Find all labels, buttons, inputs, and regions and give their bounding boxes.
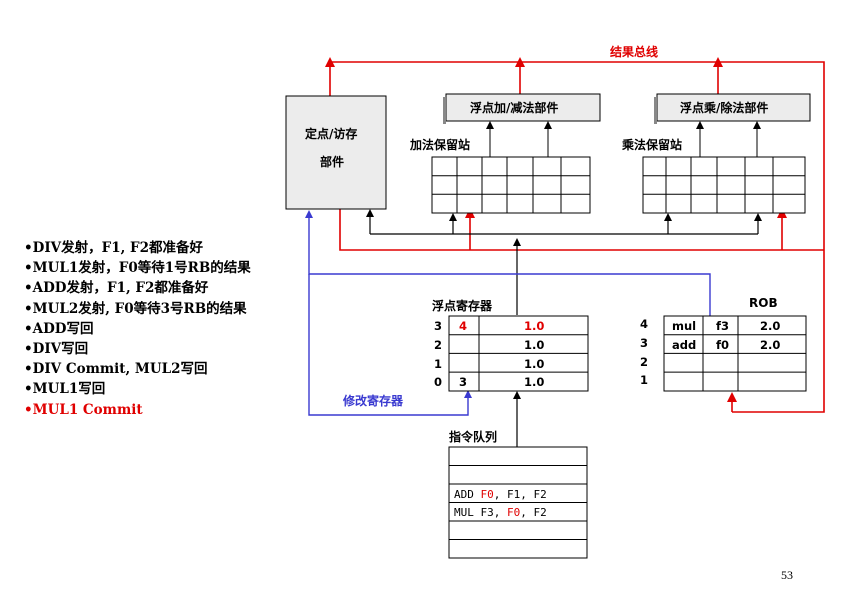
- note-line: •DIV写回: [24, 341, 89, 358]
- iq-operand: F1: [507, 488, 520, 501]
- fp-reg-tag: 4: [459, 319, 467, 333]
- operand-bus: [369, 214, 759, 315]
- result-bus-arrowheads: [325, 57, 787, 412]
- rob-index: 1: [640, 373, 648, 387]
- note-line: •MUL1写回: [24, 381, 106, 398]
- note-line: •DIV Commit, MUL2写回: [24, 361, 208, 378]
- rob-dest: f3: [716, 319, 729, 333]
- iq-operand: F0: [507, 506, 520, 519]
- note-line: •MUL2发射, F0等待3号RB的结果: [24, 300, 247, 317]
- rob-index: 2: [640, 355, 648, 369]
- fp-reg-value: 1.0: [524, 375, 544, 389]
- note-line: •MUL1发射，F0等待1号RB的结果: [24, 260, 251, 277]
- rob-dest: f0: [716, 338, 729, 352]
- load-store-unit-label-1: 定点/访存: [305, 126, 357, 141]
- iq-operand-dest: F0: [481, 488, 494, 501]
- blue-paths: [308, 216, 711, 416]
- fp-reg-index: 3: [434, 319, 442, 333]
- rob-label: ROB: [749, 296, 778, 310]
- fp-reg-index: 2: [434, 338, 442, 352]
- rob-index: 3: [640, 336, 648, 350]
- rob-op: mul: [672, 319, 696, 333]
- iq-op: MUL: [454, 506, 474, 519]
- fp-reg-index: 1: [434, 357, 442, 371]
- iq-operand: F2: [534, 488, 547, 501]
- fp-reg-value: 1.0: [524, 357, 544, 371]
- note-line-highlighted: •MUL1 Commit: [24, 401, 143, 418]
- fp-reg-value: 1.0: [524, 338, 544, 352]
- result-bus: [329, 61, 825, 413]
- iq-instruction: ADD F0, F1, F2: [454, 488, 547, 501]
- rob-op: add: [672, 338, 696, 352]
- fp-reg-tag: 3: [459, 375, 467, 389]
- load-store-unit-label-2: 部件: [320, 154, 344, 169]
- fp-reg-index: 0: [434, 375, 442, 389]
- note-line: •DIV发射，F1, F2都准备好: [24, 240, 203, 256]
- add-rs-label: 加法保留站: [409, 137, 470, 152]
- add-reservation-station: [431, 156, 591, 214]
- fp-mul-unit-label: 浮点乘/除法部件: [680, 100, 768, 115]
- rob-value: 2.0: [760, 319, 780, 333]
- page-number: 53: [781, 568, 793, 582]
- rob-value: 2.0: [760, 338, 780, 352]
- rob-rows: 4 mul f3 2.0 3 add f0 2.0 2 1: [640, 317, 780, 387]
- operand-bus-arrowheads: [366, 209, 762, 246]
- fp-register-label: 浮点寄存器: [432, 298, 493, 313]
- rob-table: [663, 315, 807, 392]
- rs-to-unit-arrows: [489, 126, 758, 157]
- note-line: •ADD写回: [24, 320, 94, 337]
- load-store-unit-box: [285, 95, 387, 210]
- mul-rs-label: 乘法保留站: [621, 137, 682, 152]
- fp-mul-unit-box: [656, 93, 811, 122]
- note-line: •ADD发射，F1, F2都准备好: [24, 280, 209, 297]
- iq-op: ADD: [454, 488, 474, 501]
- instruction-queue-table: [448, 446, 588, 559]
- instruction-queue-rows: ADD F0, F1, F2 MUL F3, F0, F2: [454, 488, 547, 519]
- iq-operand: F2: [534, 506, 547, 519]
- fp-register-rows: 3 4 1.0 2 1.0 1 1.0 0 3 1.0: [434, 319, 544, 389]
- modify-register-label: 修改寄存器: [342, 393, 404, 408]
- rob-index: 4: [640, 317, 648, 331]
- result-bus-label: 结果总线: [610, 44, 658, 59]
- fp-register-file: [448, 315, 589, 392]
- instruction-queue-label: 指令队列: [449, 429, 497, 444]
- event-notes: •DIV发射，F1, F2都准备好 •MUL1发射，F0等待1号RB的结果 •A…: [24, 238, 251, 420]
- fp-add-unit-label: 浮点加/减法部件: [470, 100, 558, 115]
- iq-instruction: MUL F3, F0, F2: [454, 506, 547, 519]
- mul-reservation-station: [642, 156, 806, 214]
- fp-reg-value: 1.0: [524, 319, 544, 333]
- iq-operand-dest: F3: [481, 506, 494, 519]
- fp-add-unit-box: [445, 93, 601, 122]
